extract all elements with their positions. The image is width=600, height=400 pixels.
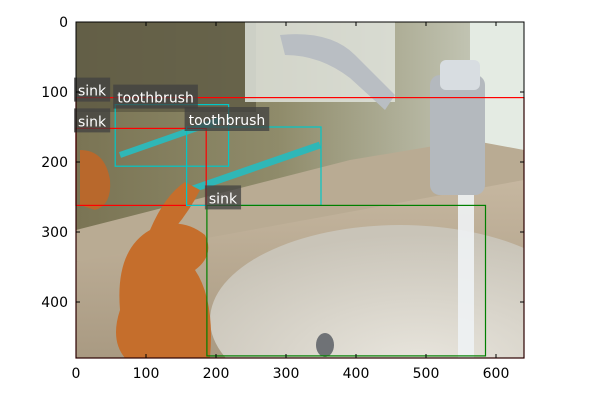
detection-layer: sink toothbrush sink toothbrush sink bbox=[74, 77, 525, 359]
detection-label-background bbox=[184, 107, 270, 131]
y-tick-label: 300 bbox=[41, 225, 68, 241]
bathroom-photo bbox=[76, 22, 524, 358]
x-axis: 0 100 200 300 400 500 600 bbox=[72, 22, 510, 382]
detection-label: sink bbox=[78, 84, 107, 100]
x-tick-label: 500 bbox=[413, 366, 440, 382]
detection-label: sink bbox=[209, 191, 238, 207]
y-tick-label: 400 bbox=[41, 295, 68, 311]
axes-frame bbox=[75, 21, 525, 359]
x-tick-label: 300 bbox=[273, 366, 300, 382]
detection-label-background bbox=[204, 185, 242, 210]
detection-label-background bbox=[113, 84, 198, 109]
x-tick-label: 600 bbox=[483, 366, 510, 382]
detection-box bbox=[206, 204, 487, 357]
y-tick-label: 0 bbox=[59, 15, 68, 31]
y-tick-label: 200 bbox=[41, 155, 68, 171]
detection-label: toothbrush bbox=[189, 113, 266, 129]
detection-label-background bbox=[74, 77, 111, 102]
x-tick-label: 100 bbox=[133, 366, 160, 382]
detection-label: sink bbox=[78, 114, 107, 130]
y-axis: 0 100 200 300 400 bbox=[41, 15, 524, 311]
x-tick-label: 200 bbox=[203, 366, 230, 382]
detection-label-background bbox=[74, 108, 111, 133]
y-tick-label: 100 bbox=[41, 85, 68, 101]
x-tick-label: 400 bbox=[343, 366, 370, 382]
detection-label: toothbrush bbox=[117, 91, 194, 107]
x-tick-label: 0 bbox=[72, 366, 81, 382]
